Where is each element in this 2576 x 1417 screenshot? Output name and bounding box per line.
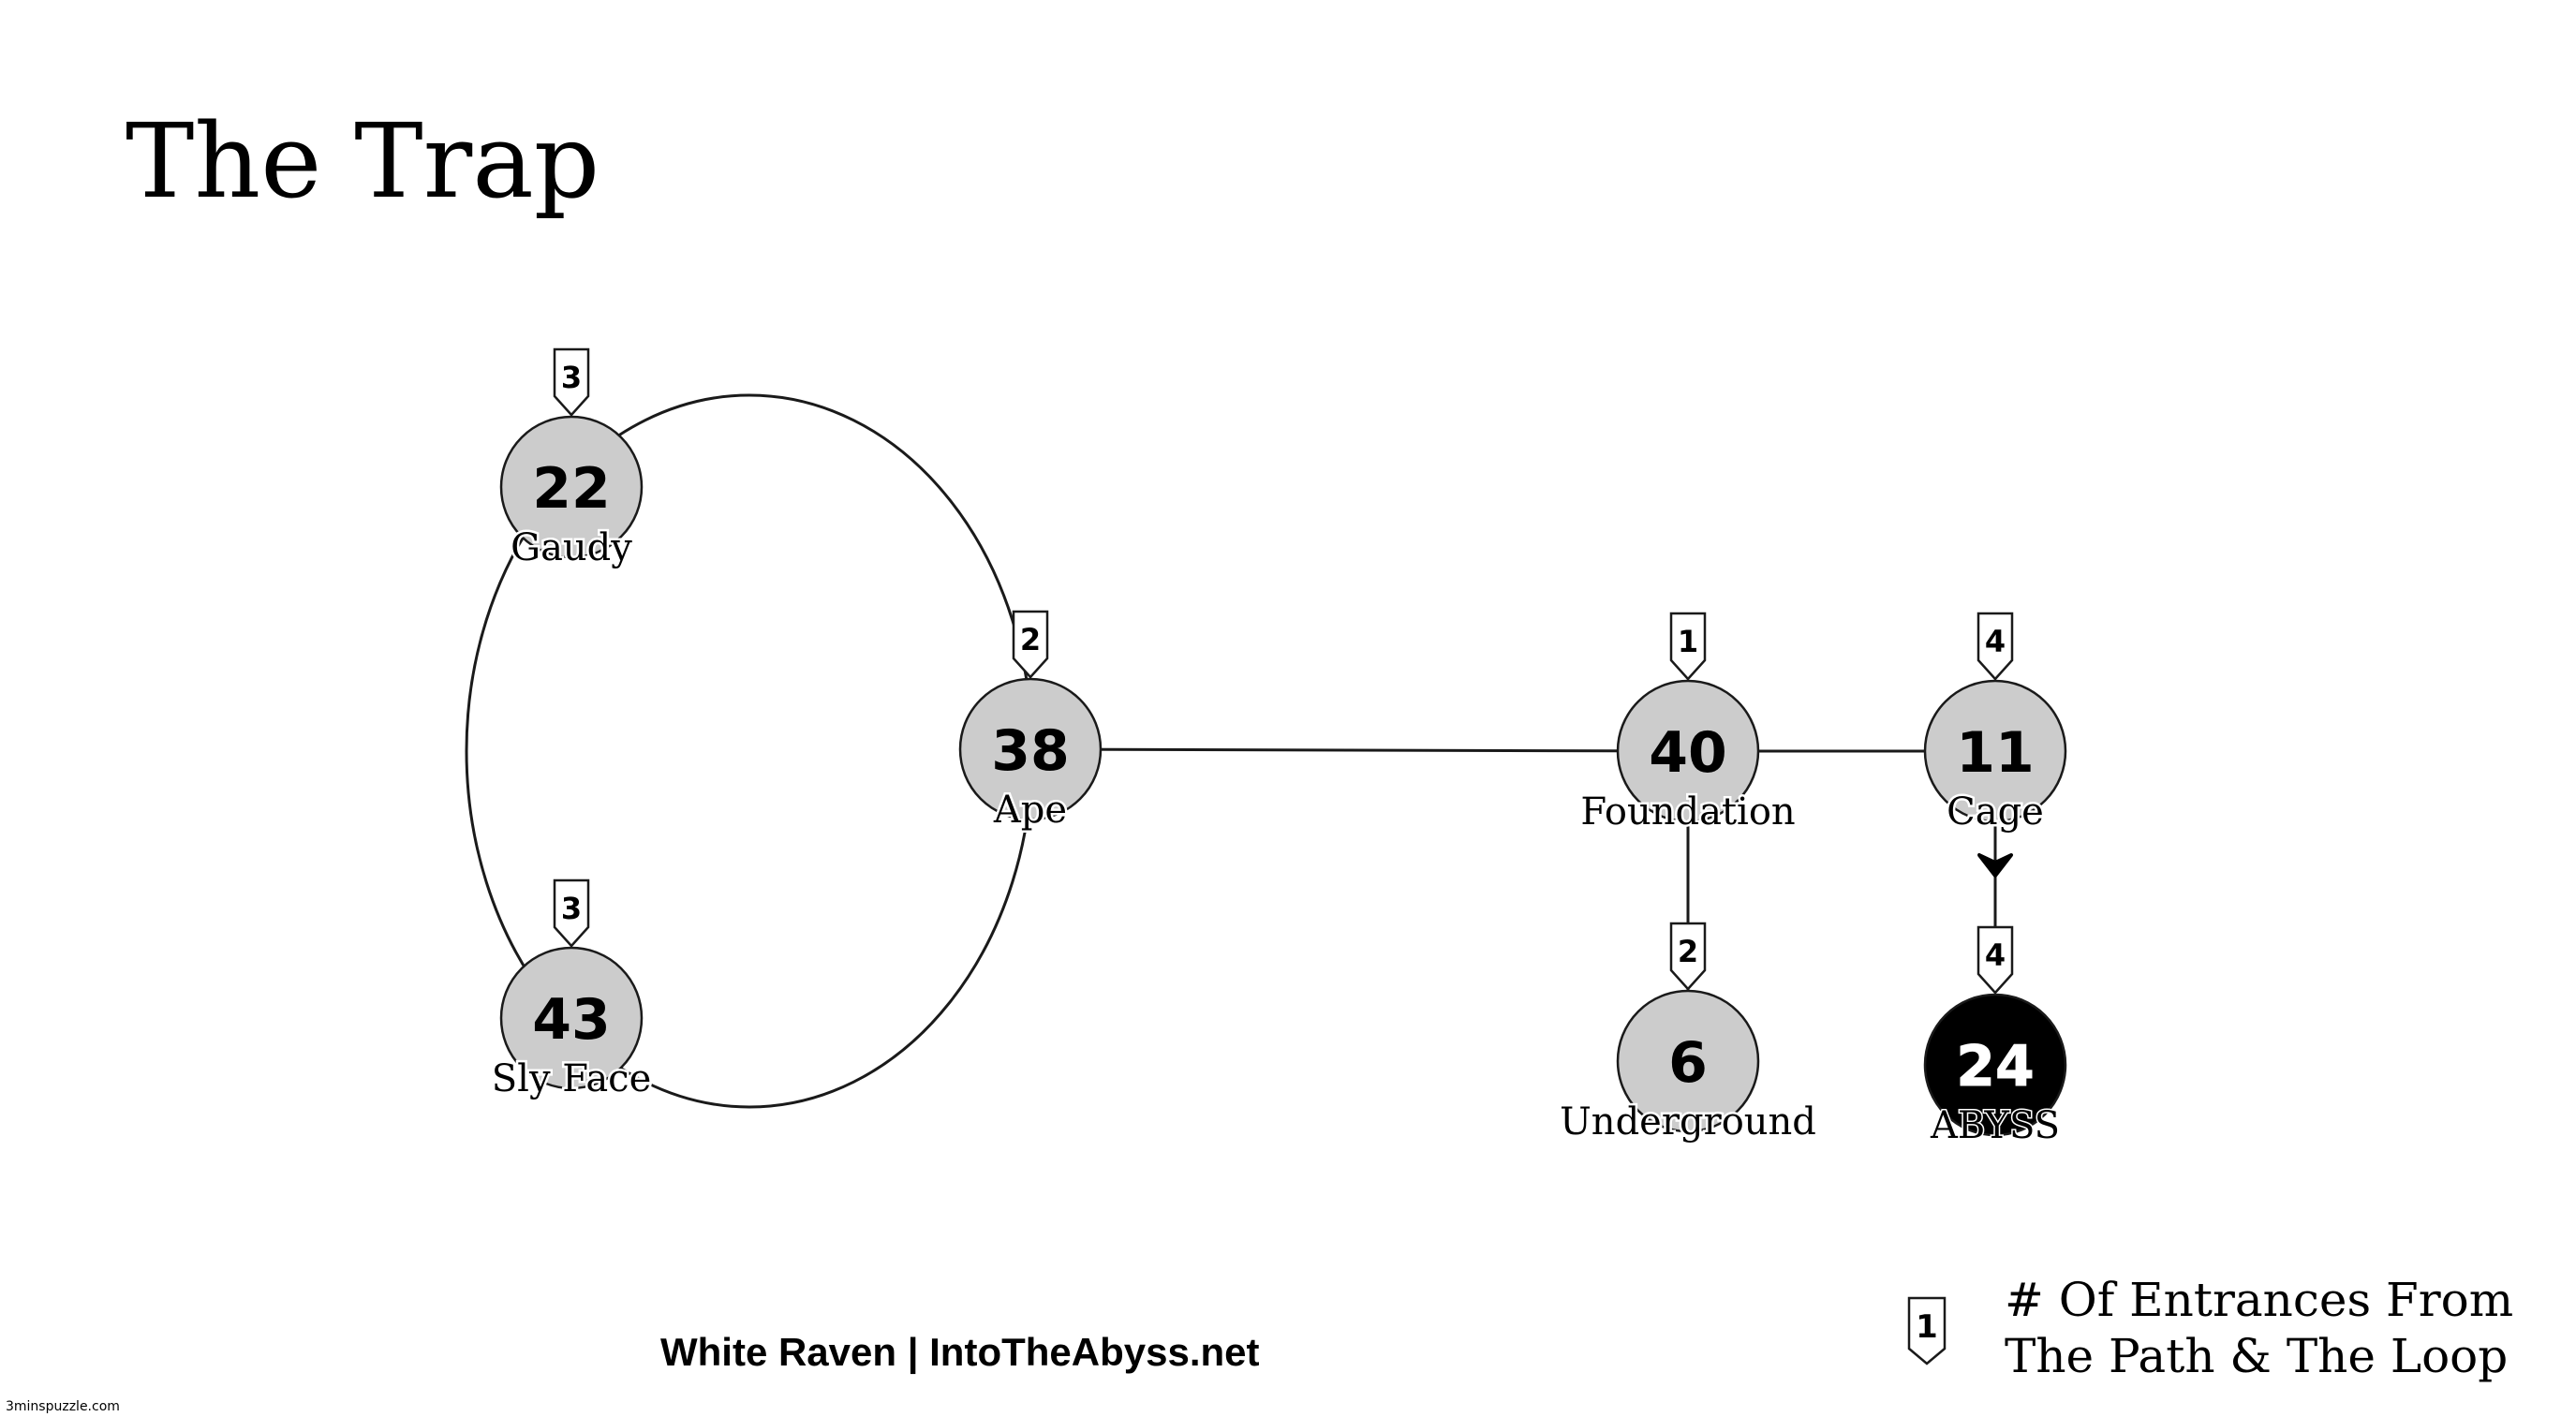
node-circle [1616, 679, 1760, 823]
node-circle [1923, 993, 2067, 1137]
legend-badge-number: 1 [1916, 1308, 1938, 1346]
arrow-cage-abyss [1977, 821, 2013, 927]
edges-layer [465, 393, 2013, 1109]
entrance-count: 1 [1678, 624, 1698, 659]
node-number: 6 [1668, 1030, 1708, 1096]
node-number: 22 [532, 456, 611, 522]
node-label: Underground [1560, 1100, 1816, 1144]
entrance-count: 3 [561, 360, 582, 395]
legend-badge-icon: 1 [1907, 1296, 1947, 1365]
node-number: 40 [1649, 720, 1727, 786]
page-title: The Trap [126, 101, 600, 221]
entrance-badge: 4 [1976, 612, 2014, 681]
entrance-badge: 2 [1012, 610, 1049, 679]
node-label: Foundation [1580, 790, 1795, 834]
node-circle [1923, 679, 2067, 823]
node-label: Cage [1947, 790, 2044, 834]
legend-line-2: The Path & The Loop [2005, 1329, 2509, 1383]
entrance-count: 4 [1985, 937, 2006, 973]
watermark-text: 3minspuzzle.com [6, 1399, 120, 1414]
entrance-count: 3 [561, 891, 582, 926]
entrance-badge: 2 [1669, 922, 1707, 991]
entrance-badge: 1 [1669, 612, 1707, 681]
node-number: 11 [1956, 720, 2035, 786]
node-circle [1616, 989, 1760, 1133]
node-label: ABYSS [1930, 1104, 2060, 1147]
node-label: Ape [993, 789, 1067, 832]
arrow-down-icon [1977, 853, 2013, 878]
node-number: 38 [991, 718, 1070, 784]
node-circle [499, 415, 644, 559]
entrance-count: 2 [1020, 622, 1041, 657]
legend-line-1: # Of Entrances From [2005, 1273, 2514, 1327]
edge-ape-foundation [1029, 747, 1689, 753]
legend-text: # Of Entrances From The Path & The Loop [2005, 1272, 2513, 1384]
node-number: 43 [532, 987, 611, 1053]
node-label: Gaudy [511, 526, 632, 569]
entrance-count: 4 [1985, 624, 2006, 659]
entrance-count: 2 [1678, 934, 1698, 969]
entrance-badge: 3 [553, 878, 590, 948]
credit-text: White Raven | IntoTheAbyss.net [660, 1330, 1260, 1374]
node-circle [958, 677, 1103, 821]
node-circle [499, 946, 644, 1090]
node-number: 24 [1956, 1034, 2035, 1100]
entrance-badge: 3 [553, 347, 590, 417]
node-label: Sly Face [492, 1057, 651, 1100]
entrance-badge: 4 [1976, 925, 2014, 995]
